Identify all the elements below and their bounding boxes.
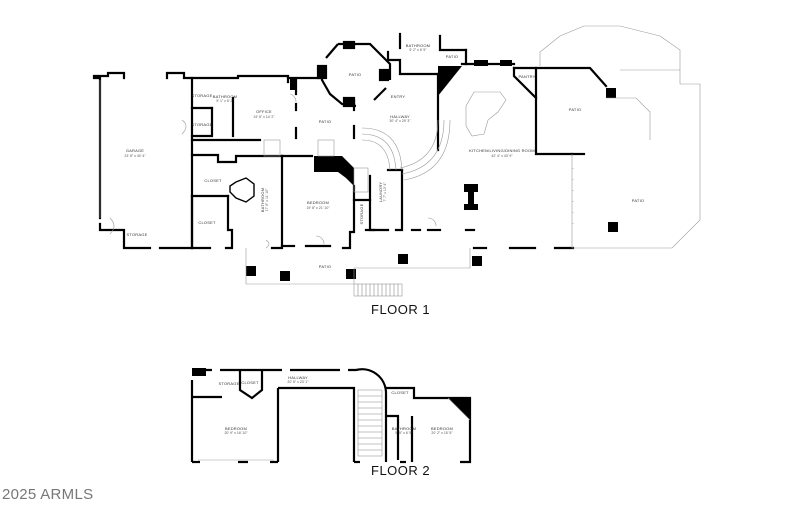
label-closet-1: CLOSET [204,178,222,183]
label-storage-2: STORAGE [192,122,213,127]
svg-text:17' 6" x 11' 10": 17' 6" x 11' 10" [265,188,269,212]
label-f2-storage: STORAGE [219,381,240,386]
label-office: OFFICE [256,109,272,114]
svg-text:42' 4" x 43' 9": 42' 4" x 43' 9" [491,154,513,158]
label-storage-garage: STORAGE [127,232,148,237]
label-bathroom-small: BATHROOM [213,94,237,99]
label-laundry: LAUNDRY [378,182,383,203]
svg-text:5' 1" x 5' 2": 5' 1" x 5' 2" [216,99,234,103]
label-storage-3: STORAGE [359,203,364,224]
label-f2-bedroom-east: BEDROOM [431,426,453,431]
garage-wall [92,71,126,220]
solid-walls [246,60,618,281]
garage-south-wall [98,222,152,250]
label-f2-closet-a: CLOSET [241,380,259,385]
svg-text:19' 8" x 21' 10": 19' 8" x 21' 10" [306,206,330,210]
svg-text:20' 2" x 15' 5": 20' 2" x 15' 5" [431,431,453,435]
label-storage-1: STORAGE [192,93,213,98]
svg-text:20' 9" x 16' 10": 20' 9" x 16' 10" [224,431,248,435]
label-entry: ENTRY [391,94,406,99]
svg-text:7' 7" x 13' 4": 7' 7" x 13' 4" [383,182,387,202]
svg-text:23' 8" x 40' 4": 23' 8" x 40' 4" [124,154,146,158]
label-f2-bedroom-west: BEDROOM [225,426,247,431]
svg-text:19' 5" x 14' 2": 19' 5" x 14' 2" [253,115,275,119]
floor2-title: FLOOR 2 [371,463,431,478]
svg-text:20' 6" x 23' 1": 20' 6" x 23' 1" [287,380,309,384]
label-f2-bathroom: BATHROOM [392,426,416,431]
label-closet-2: CLOSET [198,220,216,225]
floor1-title: FLOOR 1 [371,302,431,317]
floor2-walls [190,368,472,464]
svg-text:5' 2" x 6' 5": 5' 2" x 6' 5" [409,48,427,52]
label-hallway: HALLWAY [390,114,410,119]
label-patio-center: PATIO [319,119,331,124]
label-garage: GARAGE [126,148,144,153]
label-bathroom-top: BATHROOM [406,43,430,48]
label-bathroom-master: BATHROOM [260,188,265,212]
label-patio-east: PATIO [569,107,581,112]
svg-text:30' 4" x 29' 3": 30' 4" x 29' 3" [389,119,411,123]
label-f2-hallway: HALLWAY [288,375,308,380]
garage-east-wall [165,71,194,250]
label-pantry: PANTRY [518,74,535,79]
copyright-watermark: 2025 ARMLS [2,486,94,503]
label-patio-south: PATIO [319,264,331,269]
label-patio-big: PATIO [632,198,644,203]
label-kitchen: KITCHEN/LIVING/DINING ROOM [469,148,535,153]
label-patio-top-right: PATIO [446,54,458,59]
svg-text:5' 5" x 6' 5": 5' 5" x 6' 5" [395,431,413,435]
label-f2-closet-b: CLOSET [391,390,409,395]
label-patio-round: PATIO [349,72,361,77]
label-bedroom: BEDROOM [307,200,329,205]
